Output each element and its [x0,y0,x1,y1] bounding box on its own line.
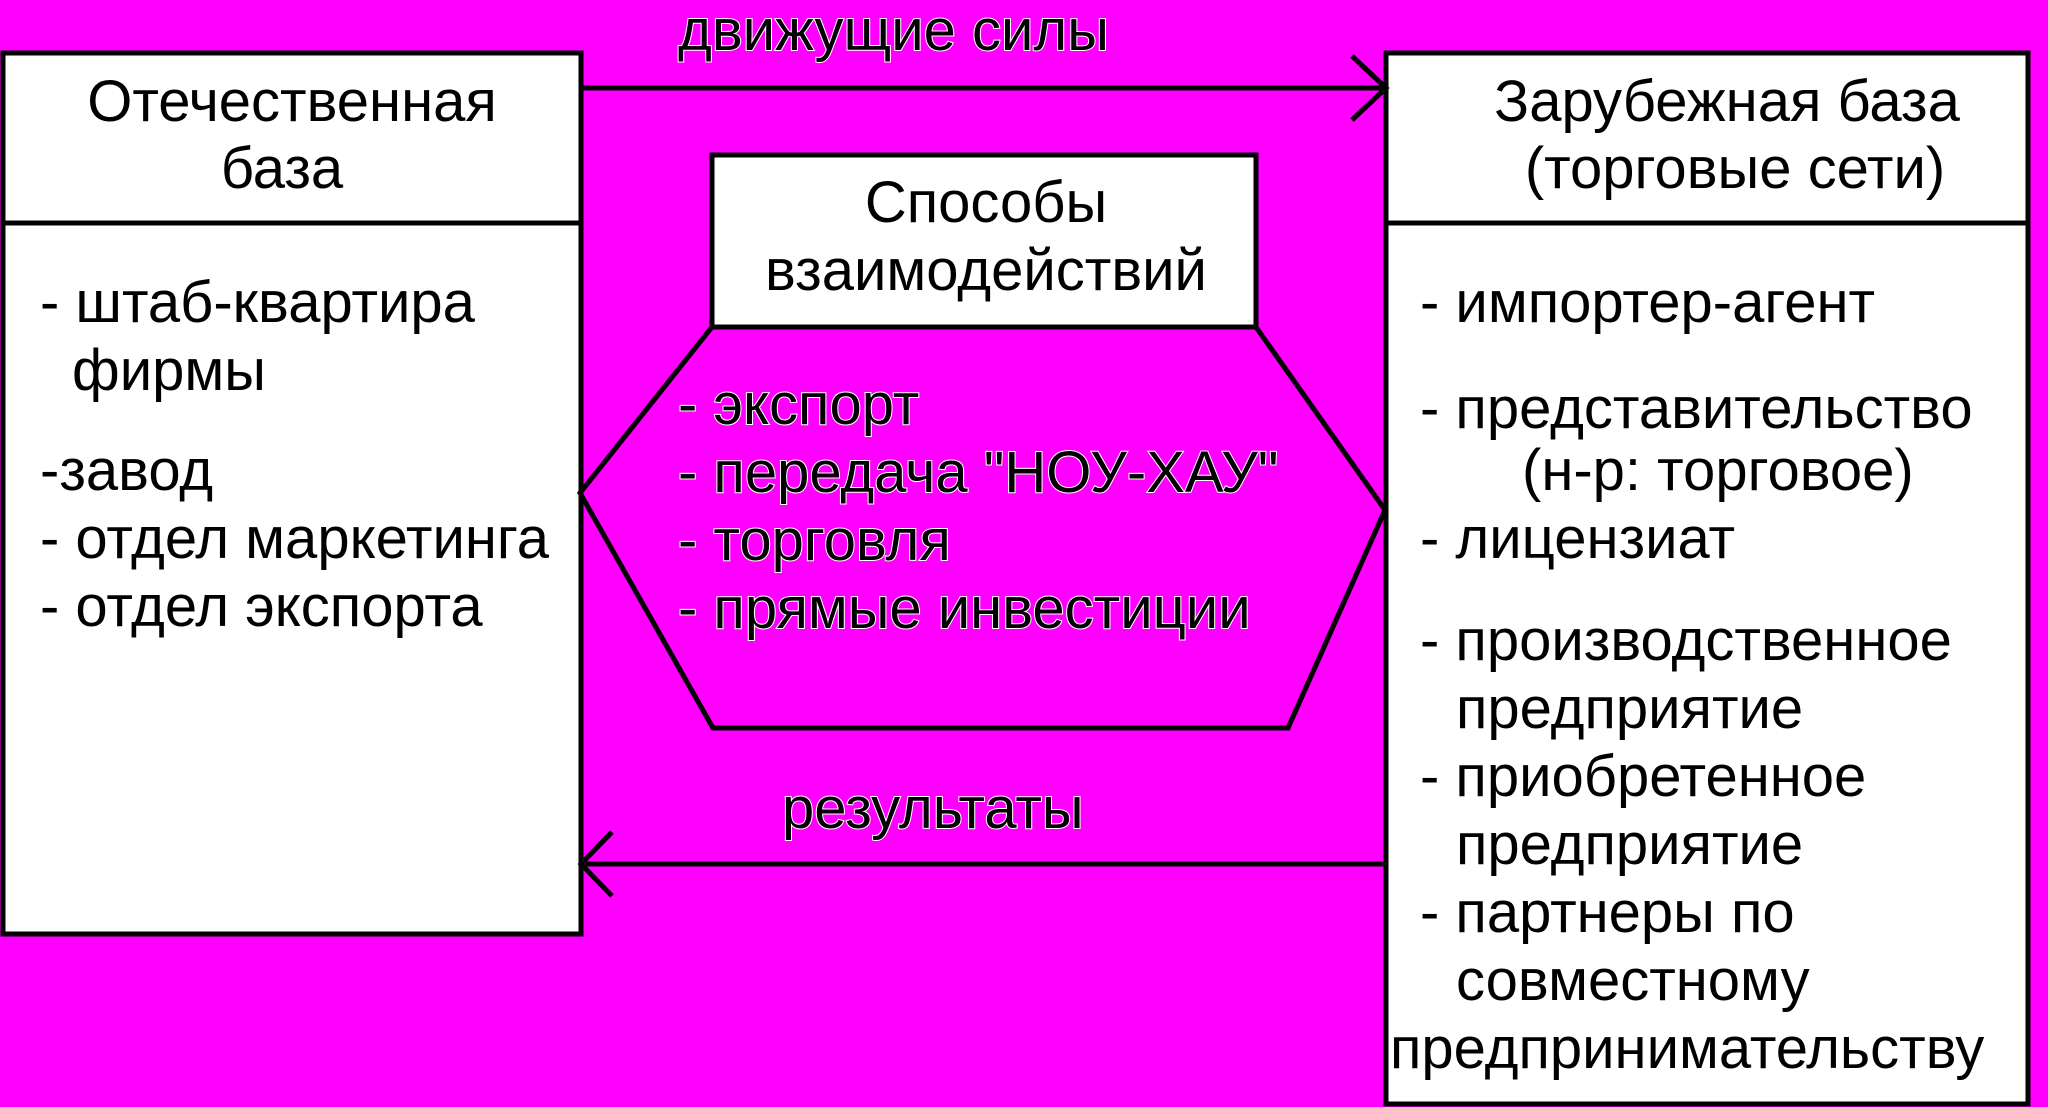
foreign-item-licensee: - лицензиат [1420,506,1735,571]
driving-forces-label: движущие силы [678,0,1109,63]
methods-item-direct-investment: - прямые инвестиции [678,576,1251,641]
foreign-base-frame [1383,50,2031,1107]
methods-title-line-1: Способы [865,170,1107,235]
domestic-item-export-dept: - отдел экспорта [40,574,483,639]
foreign-item-acquired-cont: предприятие [1456,812,1803,877]
domestic-base-title-line-2: база [221,136,344,201]
foreign-item-manufacturing: - производственное [1420,608,1952,673]
results-label: результаты [782,776,1084,841]
interaction-methods: Способы взаимодействий - экспорт - перед… [576,152,1388,731]
foreign-item-importer-agent: - импортер-агент [1420,270,1875,335]
methods-title-line-2: взаимодействий [765,238,1207,303]
domestic-base-frame [0,50,584,937]
foreign-item-representative-example: (н-р: торговое) [1522,438,1914,503]
domestic-item-headquarters: - штаб-квартира [40,270,476,335]
driving-forces-arrowhead [1350,54,1390,122]
methods-item-know-how: - передача "НОУ-ХАУ" [678,440,1278,505]
foreign-base-box: Зарубежная база (торговые сети) - импорт… [1383,50,2031,1107]
results-flow: результаты [577,775,1386,898]
methods-item-export: - экспорт [678,372,919,437]
foreign-item-representative-office: - представительство [1420,376,1973,441]
foreign-item-acquired: - приобретенное [1420,744,1866,809]
domestic-item-plant: -завод [40,438,213,503]
methods-item-trade: - торговля [678,508,951,573]
foreign-item-partners-cont: совместному [1456,948,1810,1013]
foreign-base-title-line-2: (торговые сети) [1525,136,1945,201]
foreign-item-partners: - партнеры по [1420,880,1795,945]
domestic-base-box: Отечественная база - штаб-квартира фирмы… [0,50,584,937]
foreign-item-manufacturing-cont: предприятие [1456,676,1803,741]
foreign-item-partners-cont-2: предпринимательству [1390,1016,1984,1081]
domestic-item-marketing-dept: - отдел маркетинга [40,506,550,571]
domestic-item-headquarters-cont: фирмы [72,338,266,403]
driving-forces-flow: движущие силы [581,0,1390,122]
foreign-base-title-line-1: Зарубежная база [1494,69,1960,134]
results-arrowhead [577,830,614,898]
methods-title-box [709,152,1259,330]
domestic-base-title-line-1: Отечественная [87,69,497,134]
